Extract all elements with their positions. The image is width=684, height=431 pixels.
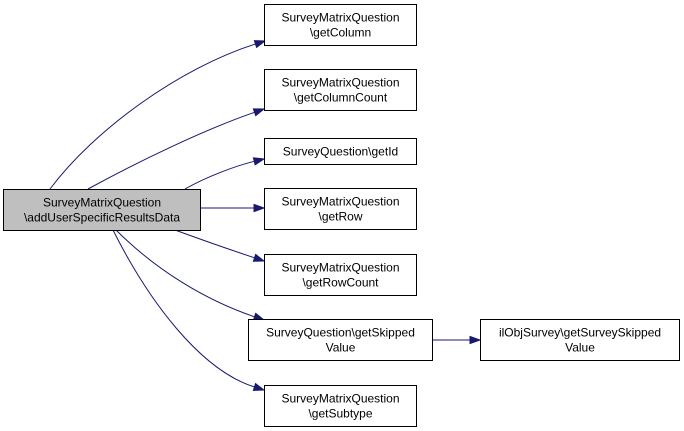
node-box bbox=[264, 188, 417, 230]
node-label-line: ilObjSurvey\getSurveySkipped bbox=[499, 326, 661, 340]
node-label-line: Value bbox=[326, 341, 356, 355]
edge-root-to-getColumnCount-arrowhead bbox=[252, 108, 266, 117]
edge-root-to-getRowCount bbox=[174, 229, 266, 262]
edge-root-to-getId-arrowhead bbox=[252, 157, 266, 166]
edge-root-to-getSkippedValue-line bbox=[115, 229, 255, 318]
node-getRowCount[interactable]: SurveyMatrixQuestion\getRowCount bbox=[264, 254, 417, 296]
edge-root-to-getRowCount-line bbox=[174, 229, 255, 259]
edge-root-to-getColumn-line bbox=[49, 43, 256, 190]
edge-root-to-getRow-arrowhead bbox=[253, 203, 266, 213]
node-root[interactable]: SurveyMatrixQuestion\addUserSpecificResu… bbox=[3, 189, 201, 231]
node-label-line: \addUserSpecificResultsData bbox=[24, 211, 180, 225]
node-label-line: \getColumnCount bbox=[294, 91, 388, 105]
edge-root-to-getId-line bbox=[184, 160, 255, 190]
node-getSubtype[interactable]: SurveyMatrixQuestion\getSubtype bbox=[264, 385, 417, 427]
edge-getSkippedValue-to-getSurveySkippedValue-arrowhead bbox=[469, 335, 482, 345]
edge-root-to-getSubtype-line bbox=[112, 229, 255, 388]
edge-getSkippedValue-to-getSurveySkippedValue bbox=[432, 335, 482, 345]
edge-root-to-getSubtype bbox=[112, 229, 266, 391]
edge-root-to-getColumn-arrowhead bbox=[253, 40, 267, 49]
node-box bbox=[264, 138, 417, 165]
node-box bbox=[480, 319, 680, 361]
edge-root-to-getRow bbox=[200, 203, 266, 213]
node-label-line: \getRowCount bbox=[302, 276, 379, 290]
edge-root-to-getColumn bbox=[49, 40, 267, 190]
node-label-line: \getSubtype bbox=[308, 407, 372, 421]
node-label-line: SurveyMatrixQuestion bbox=[281, 11, 399, 25]
node-label-line: SurveyMatrixQuestion bbox=[43, 196, 161, 210]
node-label-line: SurveyMatrixQuestion bbox=[281, 261, 399, 275]
node-getRow[interactable]: SurveyMatrixQuestion\getRow bbox=[264, 188, 417, 230]
node-getId[interactable]: SurveyQuestion\getId bbox=[264, 138, 417, 165]
node-box bbox=[264, 254, 417, 296]
node-getColumnCount[interactable]: SurveyMatrixQuestion\getColumnCount bbox=[264, 69, 417, 111]
nodes: SurveyMatrixQuestion\addUserSpecificResu… bbox=[3, 4, 680, 427]
edge-root-to-getRowCount-arrowhead bbox=[252, 253, 266, 262]
node-label-line: \getRow bbox=[318, 210, 362, 224]
edge-root-to-getSubtype-arrowhead bbox=[252, 382, 266, 391]
node-box bbox=[264, 69, 417, 111]
node-label-line: SurveyQuestion\getSkipped bbox=[266, 326, 415, 340]
edge-root-to-getColumnCount bbox=[87, 108, 266, 190]
node-box bbox=[3, 189, 201, 231]
node-box bbox=[264, 4, 417, 46]
node-label-line: Value bbox=[565, 341, 595, 355]
edge-root-to-getId bbox=[184, 157, 266, 190]
node-label-line: \getColumn bbox=[310, 26, 371, 40]
node-box bbox=[264, 385, 417, 427]
node-label-line: SurveyMatrixQuestion bbox=[281, 195, 399, 209]
node-getColumn[interactable]: SurveyMatrixQuestion\getColumn bbox=[264, 4, 417, 46]
edge-root-to-getColumnCount-line bbox=[87, 111, 255, 190]
node-label-line: SurveyMatrixQuestion bbox=[281, 76, 399, 90]
node-label-line: SurveyQuestion\getId bbox=[283, 145, 398, 159]
node-box bbox=[248, 319, 433, 361]
edges bbox=[49, 40, 482, 391]
node-label-line: SurveyMatrixQuestion bbox=[281, 392, 399, 406]
